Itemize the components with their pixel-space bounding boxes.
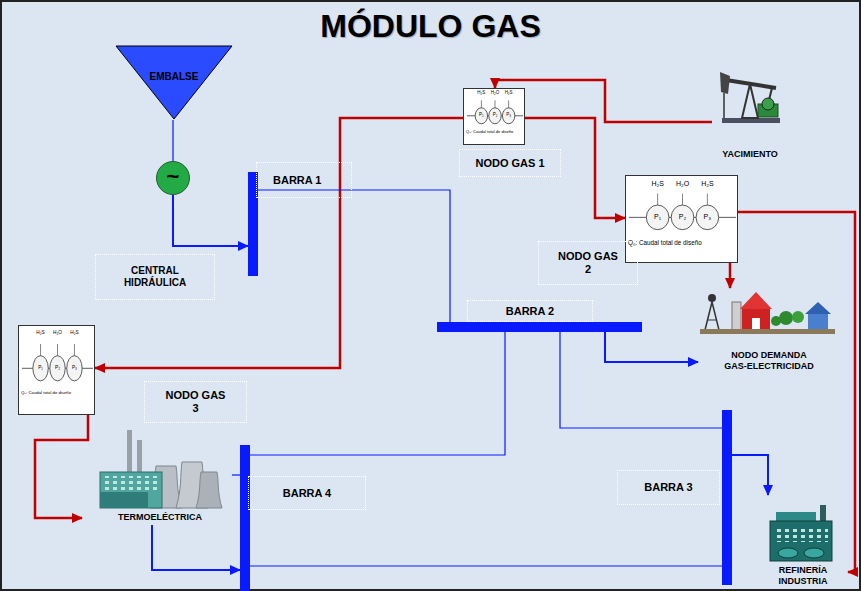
power-line xyxy=(173,195,248,246)
refinery-icon xyxy=(770,505,832,561)
vent-line xyxy=(495,100,496,107)
icon-node: NODO DEMANDA GAS-ELECTRICIDAD xyxy=(698,288,840,374)
gas-pipe xyxy=(738,212,855,572)
icon-label: REFINERÍA INDUSTRIA xyxy=(772,565,834,587)
power-line xyxy=(250,565,722,566)
bus-bar: BARRA 1 xyxy=(248,172,258,276)
bus-label: BARRA 3 xyxy=(644,481,693,494)
component-label: H₂O xyxy=(668,180,698,188)
pressure-label: P₁ xyxy=(643,213,673,221)
icon-label: NODO DEMANDA GAS-ELECTRICIDAD xyxy=(720,350,818,372)
component-label: H₂S xyxy=(692,180,722,188)
vent-line xyxy=(40,344,41,356)
gas-node-box: H₂SH₂OH₂SP₁P₂P₃Q₀: Caudal total de diseñ… xyxy=(463,88,525,145)
separator-drawing xyxy=(19,326,96,416)
label-box: BARRA 1 xyxy=(256,162,352,198)
power-line xyxy=(250,332,505,455)
power-line xyxy=(605,332,698,362)
component-label: H₂S xyxy=(494,91,524,96)
gas-pipe xyxy=(95,118,463,368)
power-line xyxy=(232,474,240,475)
icon-node: REFINERÍA INDUSTRIA xyxy=(758,495,848,589)
reservoir-triangle: EMBALSE xyxy=(115,45,233,120)
pressure-label: P₃ xyxy=(494,113,524,118)
gas-pipe xyxy=(729,263,732,288)
vent-line xyxy=(481,100,482,107)
label-box: NODO GAS 2 xyxy=(538,241,638,285)
gas-node-label: NODO GAS 2 xyxy=(556,250,620,276)
triangle-outline xyxy=(115,45,233,120)
component-label: H₂S xyxy=(26,330,56,335)
pressure-label: P₁ xyxy=(466,113,496,118)
power-line xyxy=(152,525,240,570)
flow-line xyxy=(22,368,33,369)
power-line xyxy=(172,120,173,161)
gas-node-box: H₂SH₂OH₂S P₁P₂P₃ Q₀: Caudal total de diseñ… xyxy=(18,325,95,415)
gas-node-box: H₂SH₂OH₂S P₁P₂P₃ Q₀: Caudal total de diseñ… xyxy=(625,175,738,263)
bus-bar: BARRA 4 xyxy=(240,445,250,591)
gas-node-label: NODO GAS 3 xyxy=(164,389,228,415)
generator-symbol: ~ xyxy=(167,166,180,188)
label-box: CENTRAL HIDRÁULICA xyxy=(95,254,215,300)
pressure-label: P₂ xyxy=(668,213,698,221)
gas-pipe xyxy=(495,80,712,122)
label-box: BARRA 4 xyxy=(248,476,366,510)
pressure-label: P₁ xyxy=(26,365,56,370)
icon-node: YACIMIENTO xyxy=(712,60,788,162)
pressure-label: P₂ xyxy=(43,365,73,370)
bus-label: BARRA 4 xyxy=(283,487,332,500)
vent-line xyxy=(57,344,58,356)
farm-icon xyxy=(700,292,835,334)
bus-bar: BARRA 2 xyxy=(437,322,642,332)
label-box: BARRA 3 xyxy=(617,470,720,505)
diagram-title: MÓDULO GAS xyxy=(0,6,861,46)
separator-drawing xyxy=(464,89,526,146)
icon-node: TERMOELÉCTRICA xyxy=(82,425,232,525)
label-box: NODO GAS 3 xyxy=(144,381,247,423)
power-line xyxy=(732,455,768,495)
flow-line xyxy=(719,217,736,218)
component-label: H₂S xyxy=(59,330,89,335)
icon-label: TERMOELÉCTRICA xyxy=(118,512,202,523)
reservoir-shape xyxy=(116,46,232,119)
bus-bar: BARRA 3 xyxy=(722,410,732,585)
flow-line xyxy=(629,217,646,218)
icon-label: YACIMIENTO xyxy=(712,149,788,160)
power-plant-icon xyxy=(100,430,222,508)
gas-pipe xyxy=(35,415,88,518)
bus-label: BARRA 2 xyxy=(506,305,555,318)
vent-line xyxy=(508,100,509,107)
power-line xyxy=(258,190,450,322)
pressure-label: P₃ xyxy=(692,213,722,221)
pumpjack-icon xyxy=(720,72,780,123)
flow-line xyxy=(515,115,523,116)
label-box: NODO GAS 1 xyxy=(459,149,561,177)
component-label: H₂S xyxy=(643,180,673,188)
bus-label: BARRA 1 xyxy=(273,174,322,187)
flow-line xyxy=(82,368,93,369)
flow-caption: Q₀: Caudal total de diseño xyxy=(628,239,737,246)
flow-line xyxy=(467,115,475,116)
vent-line xyxy=(74,344,75,356)
pressure-label: P₃ xyxy=(59,365,89,370)
component-label: H₂O xyxy=(43,330,73,335)
plant-label: CENTRAL HIDRÁULICA xyxy=(107,265,203,289)
flow-caption: Q₀: Caudal total de diseño xyxy=(21,391,94,396)
power-line xyxy=(560,332,722,428)
flow-caption: Q₀: Caudal total de diseño xyxy=(466,130,524,135)
reservoir-label: EMBALSE xyxy=(115,71,233,83)
pressure-label: P₂ xyxy=(480,113,510,118)
generator-circle: ~ xyxy=(156,161,190,195)
label-box: BARRA 2 xyxy=(467,300,593,322)
vent-line xyxy=(707,194,708,205)
vent-line xyxy=(682,194,683,205)
gas-node-label: NODO GAS 1 xyxy=(475,157,544,170)
vent-line xyxy=(657,194,658,205)
